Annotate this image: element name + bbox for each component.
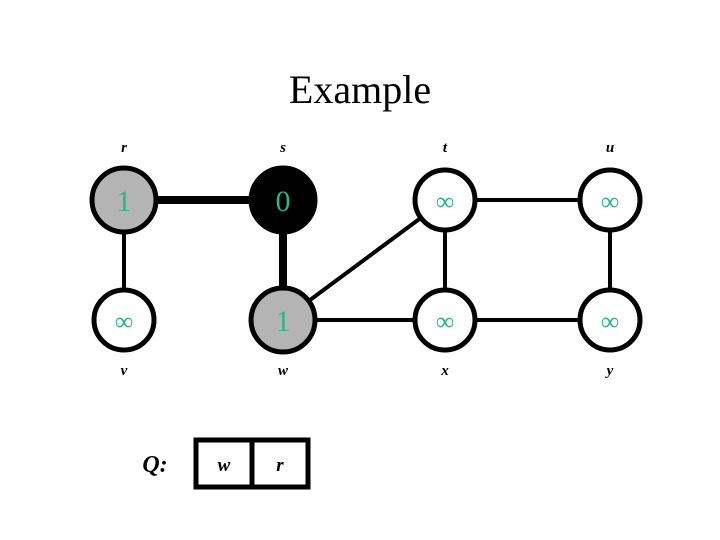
node-y-circle[interactable] <box>577 287 643 353</box>
page-title: Example <box>288 67 432 112</box>
queue-cell-1-text: r <box>276 455 284 476</box>
node-v[interactable]: ∞ v <box>91 287 157 379</box>
node-t-circle[interactable] <box>412 167 478 233</box>
queue-cell-0[interactable]: w <box>193 437 255 490</box>
node-x-value: ∞ <box>436 307 455 336</box>
queue-widget: Q: w r <box>142 437 311 490</box>
node-x-circle[interactable] <box>412 287 478 353</box>
node-r[interactable]: r 1 <box>89 140 159 235</box>
node-w[interactable]: 1 w <box>248 285 318 379</box>
node-r-circle[interactable] <box>89 165 159 235</box>
node-t-label: t <box>443 140 448 156</box>
queue-cell-1[interactable]: r <box>249 437 311 490</box>
node-layer: r 1 s 0 t ∞ u ∞ <box>89 140 643 379</box>
edge-layer <box>122 196 612 322</box>
node-v-value: ∞ <box>115 307 134 336</box>
queue-cell-1-box[interactable] <box>249 437 311 490</box>
node-y-label: y <box>605 363 614 379</box>
node-s-label: s <box>279 140 286 156</box>
queue-cell-0-text: w <box>218 455 231 476</box>
node-r-label: r <box>121 140 127 156</box>
node-t-value: ∞ <box>436 187 455 216</box>
node-w-label: w <box>278 363 289 379</box>
node-r-value: 1 <box>117 185 132 218</box>
node-x[interactable]: ∞ x <box>412 287 478 379</box>
node-v-label: v <box>121 363 128 379</box>
node-s-value: 0 <box>276 185 291 218</box>
node-x-label: x <box>440 363 449 379</box>
node-s-circle[interactable] <box>248 165 318 235</box>
queue-label: Q: <box>142 452 167 478</box>
node-s[interactable]: s 0 <box>248 140 318 235</box>
node-u-circle[interactable] <box>577 167 643 233</box>
node-y-value: ∞ <box>601 307 620 336</box>
node-y[interactable]: ∞ y <box>577 287 643 379</box>
node-t[interactable]: t ∞ <box>412 140 478 233</box>
node-u[interactable]: u ∞ <box>577 140 643 233</box>
node-u-label: u <box>606 140 614 156</box>
node-w-circle[interactable] <box>248 285 318 355</box>
node-w-value: 1 <box>276 305 291 338</box>
node-v-circle[interactable] <box>91 287 157 353</box>
node-u-value: ∞ <box>601 187 620 216</box>
